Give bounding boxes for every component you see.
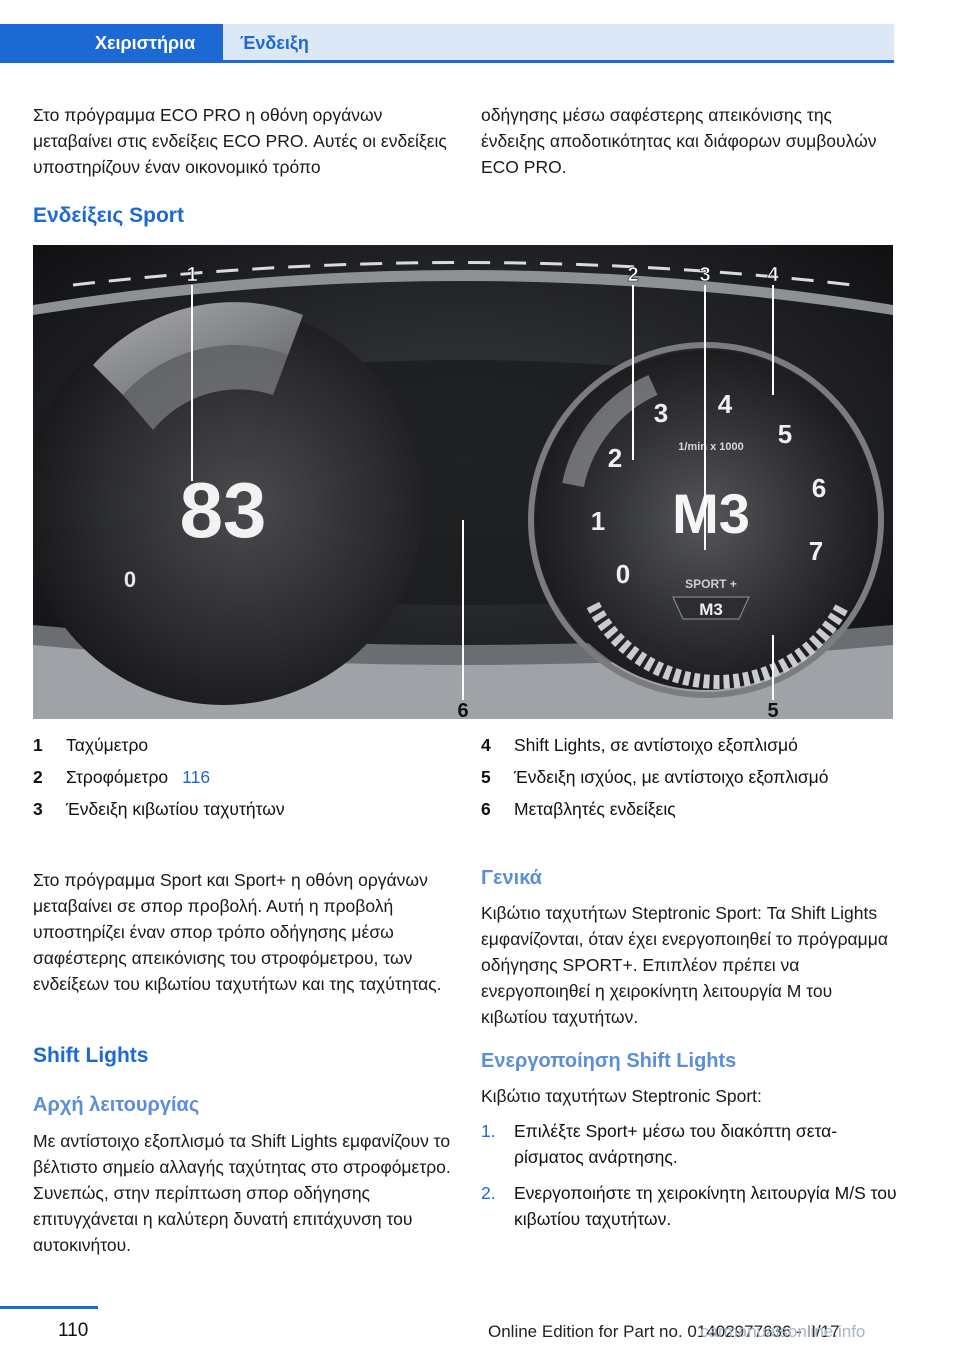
legend-num: 3 (33, 799, 43, 819)
sport-paragraph: Στο πρόγραμμα Sport και Sport+ η οθόνη ο… (33, 870, 442, 994)
gear-indicator: M3 (672, 482, 750, 545)
legend-item: 6 Μεταβλητές ενδείξεις (481, 793, 901, 825)
steps-list: 1. Επιλέξτε Sport+ μέσω του διακόπτη σετ… (481, 1118, 901, 1242)
rpm-tick-0: 0 (616, 559, 630, 589)
legend-left: 1 Ταχύμετρο 2 Στροφόμετρο 116 3 Ένδειξη … (33, 729, 453, 825)
page-reference-link[interactable]: 116 (182, 767, 211, 787)
principle-heading: Αρχή λειτουργίας (33, 1094, 200, 1116)
principle-text: Με αντίστοιχο εξοπλισμό τα Shift Lights … (33, 1131, 451, 1255)
tab-controls[interactable]: Χειριστήρια (0, 24, 223, 62)
legend-text: Ένδειξη κιβωτίου ταχυτήτων (66, 799, 285, 819)
activate-text: Κιβώτιο ταχυτήτων Steptronic Sport: (481, 1086, 762, 1106)
legend-num: 5 (481, 767, 491, 787)
rpm-tick-1: 1 (591, 506, 605, 536)
intro-right: οδήγησης μέσω σαφέστερης απεικόνισης της… (481, 105, 877, 177)
rpm-tick-5: 5 (778, 419, 792, 449)
mode-gear: M3 (699, 600, 723, 619)
watermark-text: carmanualsonline.info (700, 1322, 866, 1341)
rpm-tick-7: 7 (809, 536, 823, 566)
callout-3: 3 (699, 264, 710, 286)
rpm-tick-3: 3 (654, 398, 668, 428)
callout-6: 6 (457, 700, 468, 719)
footer-divider (0, 1306, 98, 1309)
edition-text: Online Edition for Part no. 01402977636 … (488, 1322, 840, 1341)
step-number: 2. (481, 1183, 496, 1203)
shift-lights-heading: Shift Lights (33, 1044, 149, 1067)
step-text: Ενεργοποιήστε τη χειροκίνητη λειτουργία … (514, 1183, 897, 1229)
sport-heading: Ενδείξεις Sport (33, 204, 184, 227)
callout-5: 5 (767, 700, 778, 719)
legend-item: 1 Ταχύμετρο (33, 729, 453, 761)
mode-label: SPORT + (685, 577, 737, 591)
header-tabs: Χειριστήρια Ένδειξη (0, 0, 894, 63)
step-text: Επιλέξτε Sport+ μέσω του διακόπτη σετα­ρ… (514, 1121, 838, 1167)
rpm-tick-4: 4 (718, 389, 733, 419)
legend-text: Shift Lights, σε αντίστοιχο εξοπλισμό (514, 735, 798, 755)
header-divider (0, 60, 894, 63)
tab-display[interactable]: Ένδειξη (223, 24, 894, 62)
legend-text: Στροφόμετρο (66, 767, 169, 787)
legend-item: 5 Ένδειξη ισχύος, με αντίστοιχο εξοπλισμ… (481, 761, 901, 793)
instrument-cluster-image: 83 0 0 1 2 3 4 5 6 7 1/min x 1000 M3 SPO… (33, 245, 893, 719)
speed-zero: 0 (124, 567, 136, 592)
page-number: 110 (58, 1320, 89, 1341)
legend-num: 2 (33, 767, 43, 787)
general-text: Κιβώτιο ταχυτήτων Steptronic Sport: Τα S… (481, 903, 888, 1027)
legend-right: 4 Shift Lights, σε αντίστοιχο εξοπλισμό … (481, 729, 901, 825)
general-heading: Γενικά (481, 867, 542, 889)
rpm-tick-2: 2 (608, 443, 622, 473)
legend-text: Ταχύμετρο (66, 735, 149, 755)
step-number: 1. (481, 1121, 496, 1141)
legend-num: 1 (33, 735, 43, 755)
legend-item: 4 Shift Lights, σε αντίστοιχο εξοπλισμό (481, 729, 901, 761)
speed-value: 83 (180, 466, 267, 554)
legend-item: 2 Στροφόμετρο 116 (33, 761, 453, 793)
legend-num: 4 (481, 735, 491, 755)
rpm-tick-6: 6 (812, 473, 826, 503)
legend-text: Μεταβλητές ενδείξεις (514, 799, 676, 819)
intro-left: Στο πρόγραμμα ECO PRO η οθόνη οργάνων με… (33, 105, 447, 177)
legend-item: 3 Ένδειξη κιβωτίου ταχυτήτων (33, 793, 453, 825)
list-item: 1. Επιλέξτε Sport+ μέσω του διακόπτη σετ… (481, 1118, 901, 1170)
activate-heading: Ενεργοποίηση Shift Lights (481, 1050, 737, 1072)
list-item: 2. Ενεργοποιήστε τη χειροκίνητη λειτουργ… (481, 1180, 901, 1232)
callout-4: 4 (767, 264, 779, 286)
legend-num: 6 (481, 799, 491, 819)
callout-1: 1 (186, 264, 197, 286)
legend-text: Ένδειξη ισχύος, με αντίστοιχο εξοπλισμό (514, 767, 829, 787)
rpm-unit: 1/min x 1000 (678, 441, 743, 453)
callout-2: 2 (627, 264, 638, 286)
